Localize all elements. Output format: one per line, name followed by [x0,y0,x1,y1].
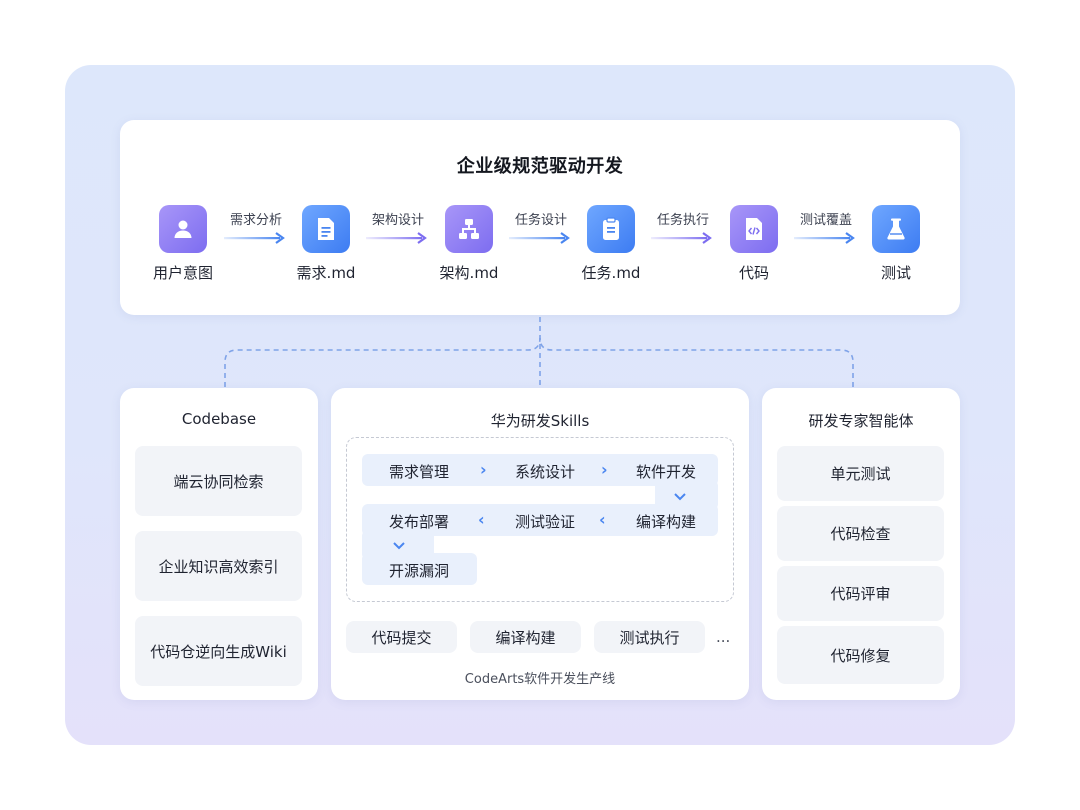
chevron-down-icon [674,493,686,501]
pipeline-item: 编译构建 [470,621,581,653]
skill-item: 开源漏洞 [388,562,449,580]
flow-arrow-label: 任务设计 [514,213,567,228]
flow-arrow-label: 架构设计 [371,213,424,228]
skills-footer: CodeArts软件开发生产线 [464,672,616,687]
agent-item: 代码检查 [777,506,944,561]
skill-item: 发布部署 [388,513,449,531]
chevron-right-icon: › [601,460,608,479]
flow-node-label: 架构.md [439,264,499,282]
flow-arrow-label: 任务执行 [656,213,709,228]
codebase-title: Codebase [181,410,257,428]
pipeline-ellipsis: ... [716,628,731,646]
pipeline-item: 代码提交 [346,621,457,653]
document-icon [302,205,350,253]
flow-arrow [509,232,570,244]
skill-item: 需求管理 [388,463,449,481]
agent-item: 代码修复 [777,626,944,684]
chevron-right-icon: › [480,460,487,479]
code-file-icon [730,205,778,253]
flow-node-label: 测试 [880,264,911,282]
flow-node-label: 代码 [738,264,769,282]
chevron-left-icon: ‹ [478,510,485,529]
agent-item: 单元测试 [777,446,944,501]
skills-row-band [362,553,477,585]
pipeline-item: 测试执行 [594,621,705,653]
diagram-title: 企业级规范驱动开发 [456,156,624,177]
agent-item: 代码评审 [777,566,944,621]
codebase-item: 企业知识高效索引 [135,531,302,601]
chevron-down-icon [393,542,405,550]
flow-arrow [366,232,427,244]
codebase-item: 端云协同检索 [135,446,302,516]
codebase-item: 代码仓逆向生成Wiki [135,616,302,686]
flask-icon [872,205,920,253]
user-icon [159,205,207,253]
skill-item: 编译构建 [635,513,696,531]
chevron-left-icon: ‹ [599,510,606,529]
skills-flow-box [346,437,734,602]
flow-node-label: 需求.md [296,264,356,282]
skill-item: 软件开发 [635,463,696,481]
agents-title: 研发专家智能体 [808,412,914,430]
flow-arrow [651,232,712,244]
flow-arrow [794,232,855,244]
clipboard-icon [587,205,635,253]
flow-arrow-label: 需求分析 [229,213,282,228]
skill-item: 测试验证 [514,513,575,531]
skills-title: 华为研发Skills [490,412,590,430]
skill-item: 系统设计 [514,463,575,481]
flow-node-label: 用户意图 [152,264,213,282]
flow-node-label: 任务.md [581,264,641,282]
hierarchy-icon [445,205,493,253]
flow-arrow [224,232,285,244]
spec-driven-flow-card [120,120,960,315]
flow-arrow-label: 测试覆盖 [799,213,852,228]
